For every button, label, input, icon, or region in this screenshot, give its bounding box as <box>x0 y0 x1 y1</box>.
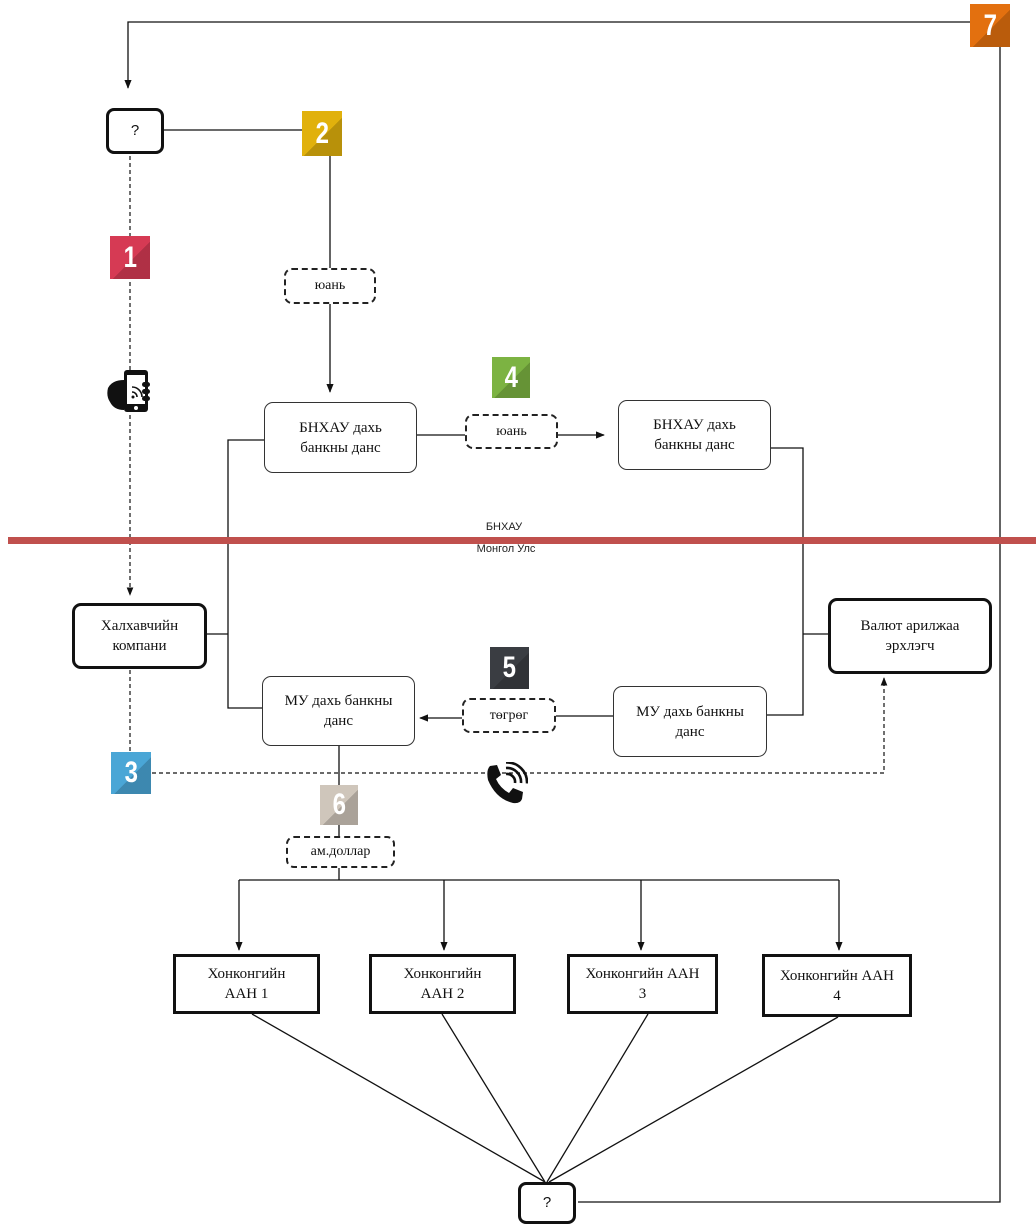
transport-company-box: Халхавчийн компани <box>72 603 207 669</box>
step-badge-6: 6 <box>320 785 358 825</box>
step-number-7: 7 <box>983 8 997 42</box>
aah2-to-bottom-line <box>441 1013 546 1183</box>
mn-bank-account-right: МУ дахь банкны данс <box>613 686 767 757</box>
step-badge-4: 4 <box>492 357 530 398</box>
country-label-mongolia: Монгол Улс <box>476 543 536 555</box>
currency-togrog: төгрөг <box>462 698 556 733</box>
aah4-to-bottom-line <box>548 1016 839 1183</box>
step-number-6: 6 <box>332 788 346 821</box>
currency-usd: ам.доллар <box>286 836 395 868</box>
cnbank-right-to-mn-line <box>767 447 804 716</box>
question-box-bottom: ? <box>518 1182 576 1224</box>
step-number-2: 2 <box>315 116 329 150</box>
phone-call-icon <box>487 762 528 804</box>
step-badge-5: 5 <box>490 647 529 689</box>
step-number-1: 1 <box>123 240 137 274</box>
hk-company-1: Хонконгийн ААН 1 <box>173 954 320 1014</box>
question-box-top: ? <box>106 108 164 154</box>
currency-yuan-top: юань <box>284 268 376 304</box>
step-number-4: 4 <box>504 360 518 394</box>
currency-dealer-box: Валют арилжаа эрхлэгч <box>828 598 992 674</box>
step3-to-dealer-dashed <box>152 677 888 774</box>
aah1-to-bottom-line <box>251 1013 546 1183</box>
cn-bank-account-right: БНХАУ дахь банкны данс <box>618 400 771 470</box>
hk-company-3: Хонконгийн ААН 3 <box>567 954 718 1014</box>
aah3-to-bottom-line <box>546 1013 649 1183</box>
step-badge-2: 2 <box>302 111 342 156</box>
step-badge-1: 1 <box>110 236 150 279</box>
left-link-line <box>227 439 264 709</box>
loop-right-line <box>578 47 1001 1203</box>
step-number-3: 3 <box>124 756 138 789</box>
step-badge-7: 7 <box>970 4 1010 47</box>
step-badge-3: 3 <box>111 752 151 794</box>
border-line <box>8 537 1036 544</box>
currency-yuan-middle: юань <box>465 414 558 449</box>
cn-bank-account-left: БНХАУ дахь банкны данс <box>264 402 417 473</box>
hk-company-4: Хонконгийн ААН 4 <box>762 954 912 1017</box>
hk-company-2: Хонконгийн ААН 2 <box>369 954 516 1014</box>
mobile-phone-icon <box>107 370 150 412</box>
country-label-china: БНХАУ <box>485 521 523 533</box>
loop-top-line <box>124 21 990 89</box>
mn-bank-account-left: МУ дахь банкны данс <box>262 676 415 746</box>
step-number-5: 5 <box>502 651 517 684</box>
